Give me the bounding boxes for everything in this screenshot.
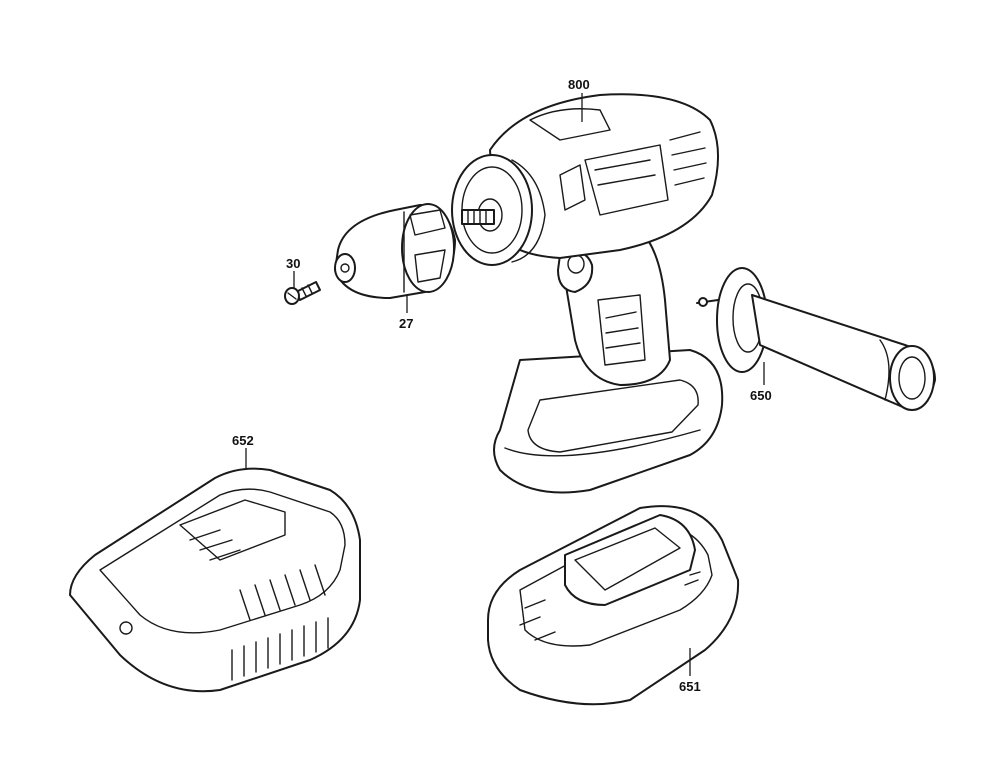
callout-800: 800	[568, 77, 590, 92]
side-handle-part	[696, 267, 936, 411]
battery-part	[487, 505, 740, 706]
callout-651: 651	[679, 679, 701, 694]
leader-lines	[245, 93, 765, 676]
drill-body-part	[451, 93, 724, 494]
callout-27: 27	[399, 316, 414, 331]
screw-part	[284, 281, 321, 305]
callout-652: 652	[232, 433, 254, 448]
callout-650: 650	[750, 388, 772, 403]
charger-part	[69, 467, 361, 693]
callout-30: 30	[286, 256, 301, 271]
keyless-chuck-part	[334, 203, 456, 299]
